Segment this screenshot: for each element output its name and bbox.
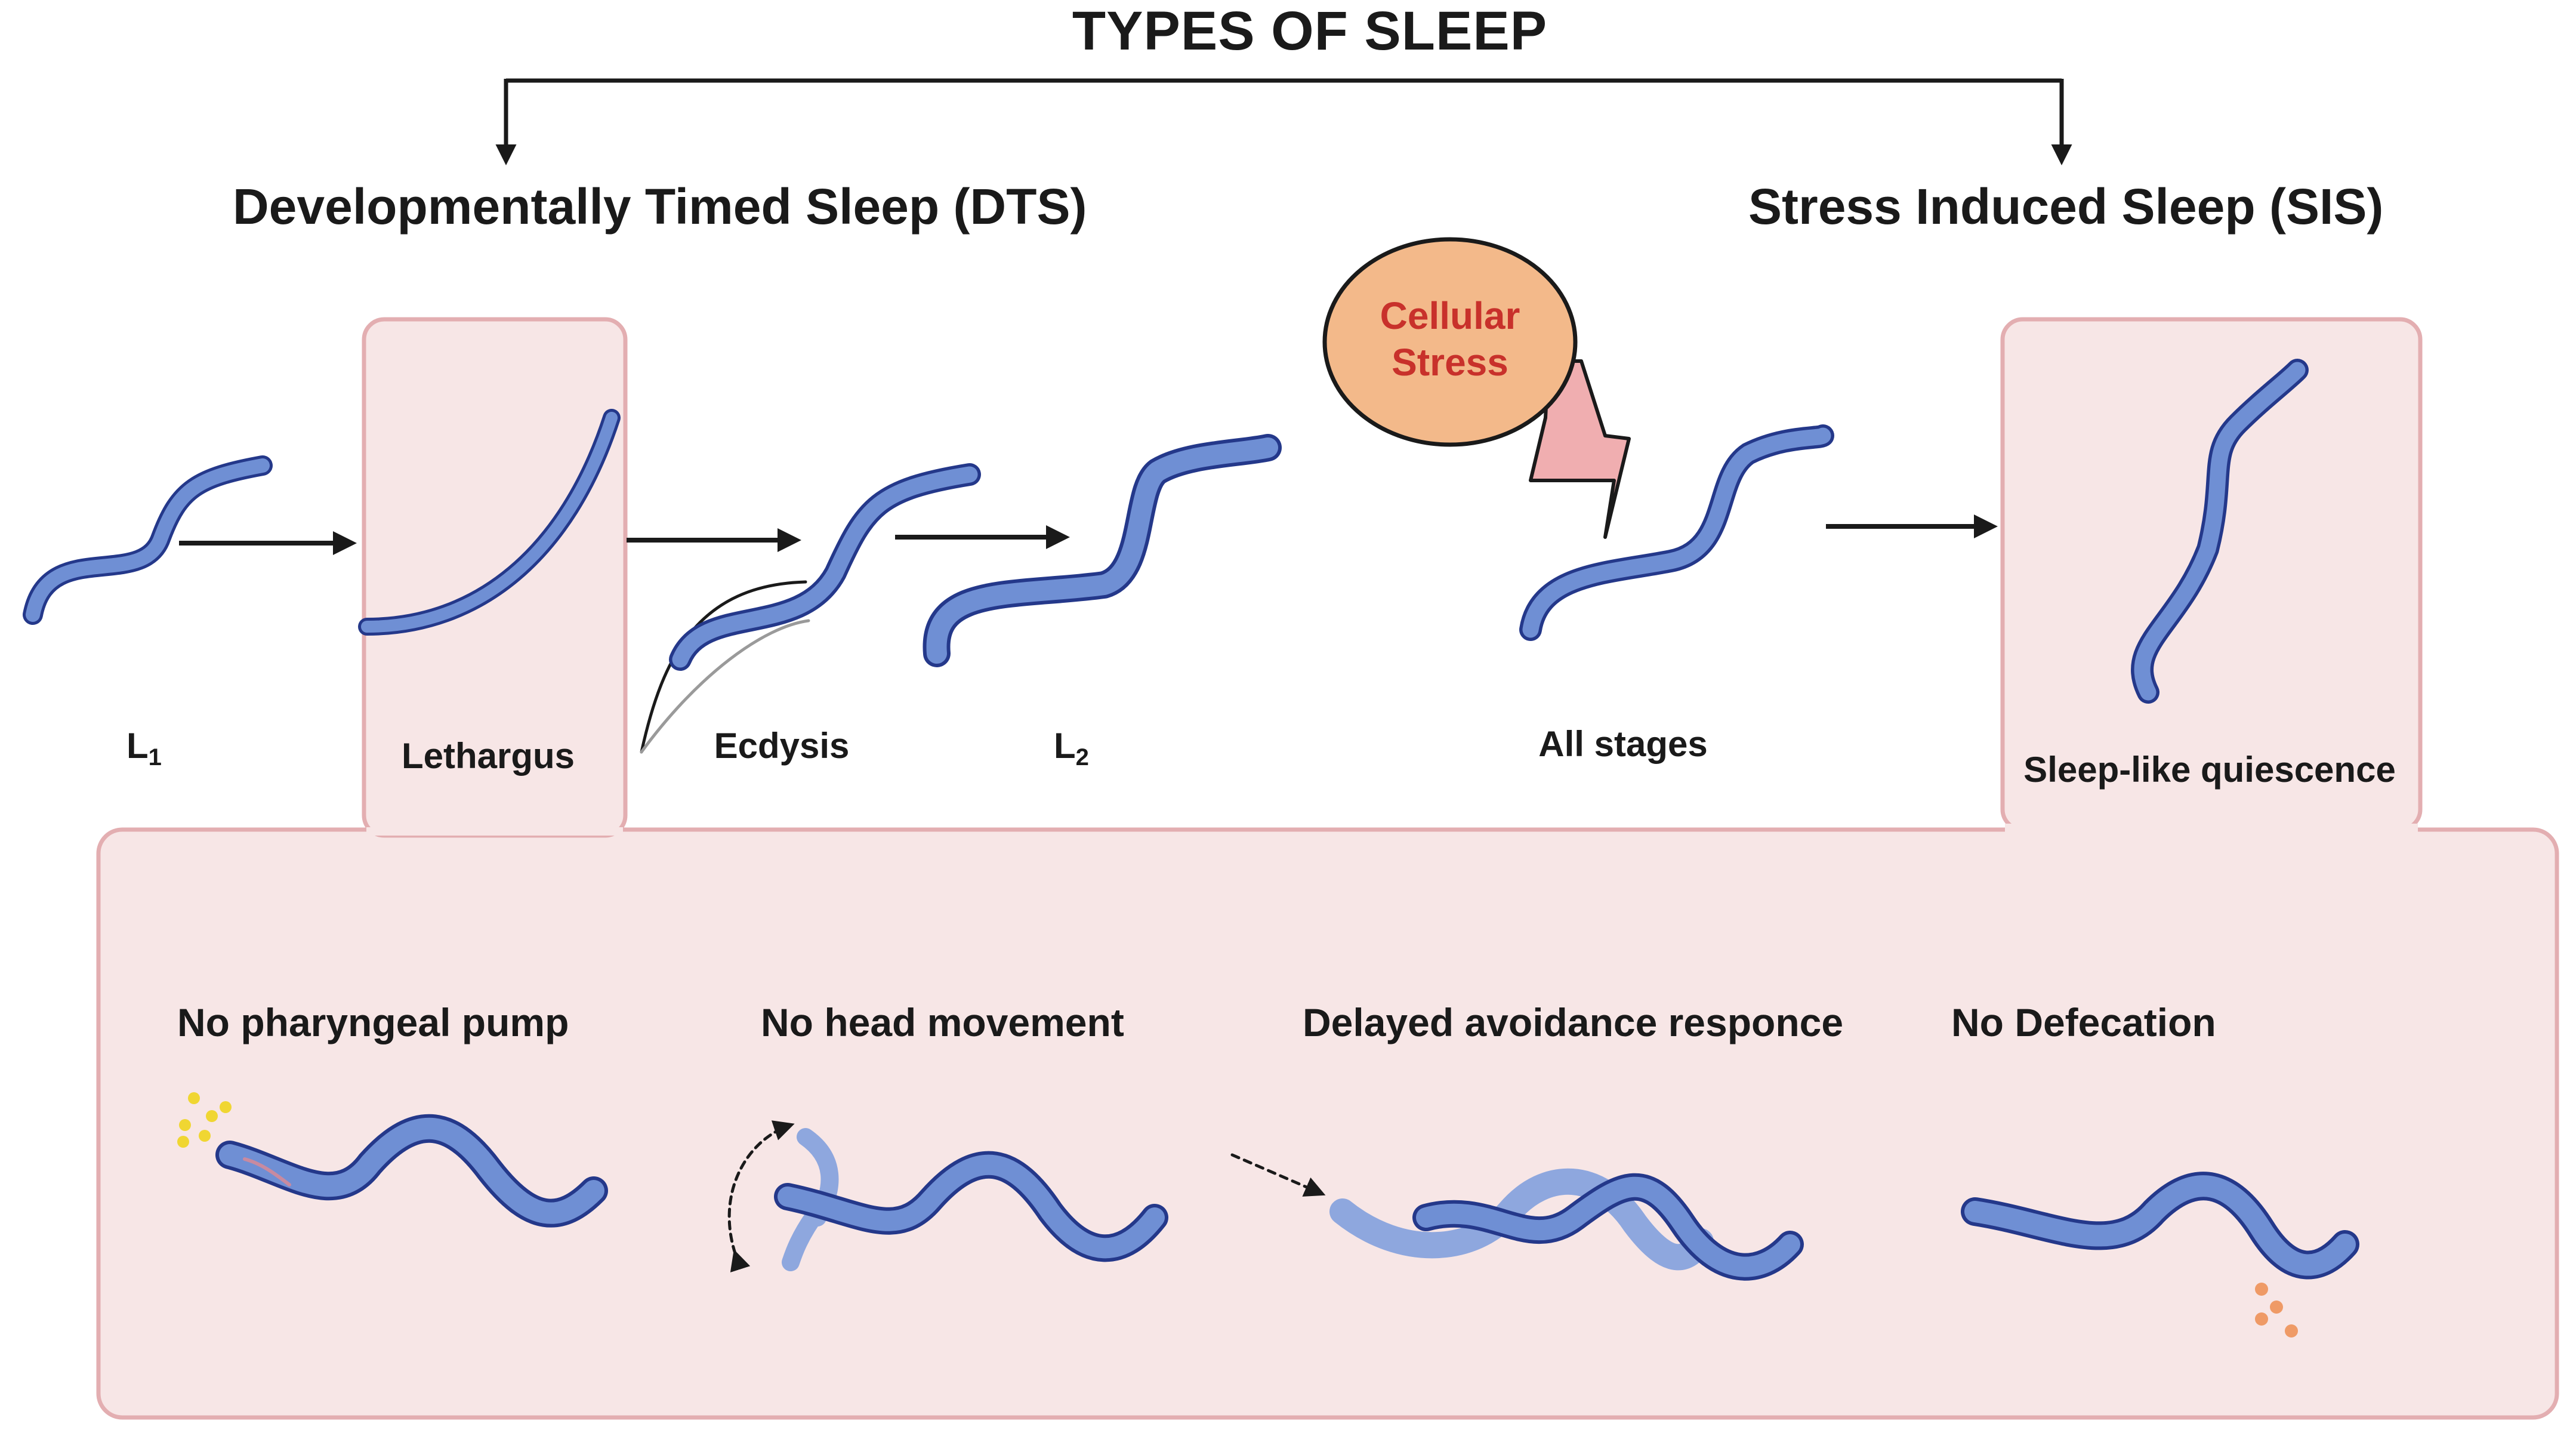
worm-l2 <box>923 434 1282 667</box>
worm-delayed-avoidance <box>1412 1173 1804 1281</box>
stage-l1-sub: 1 <box>148 744 162 771</box>
lightning-bolt-icon <box>1529 359 1631 539</box>
worm-no-head-movement <box>774 1151 1168 1262</box>
cellular-stress-bubble <box>1322 237 1578 447</box>
cellular-stress-label: Cellular Stress <box>1343 292 1557 386</box>
food-particles <box>177 1092 232 1148</box>
behavior-avoidance: Delayed avoidance responce <box>1303 1000 1844 1044</box>
cellular-stress-line1: Cellular <box>1380 294 1520 337</box>
worm-l1 <box>23 455 273 625</box>
worm-no-pharyngeal-pump <box>215 1114 608 1228</box>
head-swing-arrow <box>727 1120 795 1272</box>
behavior-defecation: No Defecation <box>1951 1000 2216 1044</box>
worm-all-stages <box>1519 424 1834 641</box>
stage-arrows <box>179 514 1998 555</box>
stage-l1-main: L <box>127 726 149 766</box>
stage-ecdysis-label: Ecdysis <box>714 726 850 766</box>
worm-quiescence <box>2131 359 2309 704</box>
stage-all-label: All stages <box>1538 724 1708 764</box>
stage-l1-label: L1 <box>127 725 162 771</box>
stage-l2-sub: 2 <box>1075 744 1089 771</box>
stage-quiescence-label: Sleep-like quiescence <box>2023 750 2396 790</box>
stimulus-arrow <box>1230 1153 1326 1197</box>
behaviors-panel <box>96 827 2559 1420</box>
worm-ecdysis <box>669 463 981 671</box>
stage-l2-label: L2 <box>1054 725 1089 771</box>
cellular-stress-line2: Stress <box>1392 341 1508 384</box>
feces-particles <box>2255 1283 2298 1338</box>
title-bracket <box>495 78 2072 165</box>
diagram-title: TYPES OF SLEEP <box>1072 1 1548 61</box>
worm-ghost-avoidance <box>1329 1168 1714 1271</box>
worm-no-defecation <box>1961 1172 2359 1280</box>
stage-lethargus-label: Lethargus <box>401 736 575 776</box>
sis-heading: Stress Induced Sleep (SIS) <box>1748 178 2384 235</box>
stage-l2-main: L <box>1054 726 1076 766</box>
behavior-pharyngeal: No pharyngeal pump <box>177 1000 569 1044</box>
behavior-head-movement: No head movement <box>761 1000 1124 1044</box>
dts-heading: Developmentally Timed Sleep (DTS) <box>233 178 1087 235</box>
worm-lethargus <box>358 409 621 636</box>
